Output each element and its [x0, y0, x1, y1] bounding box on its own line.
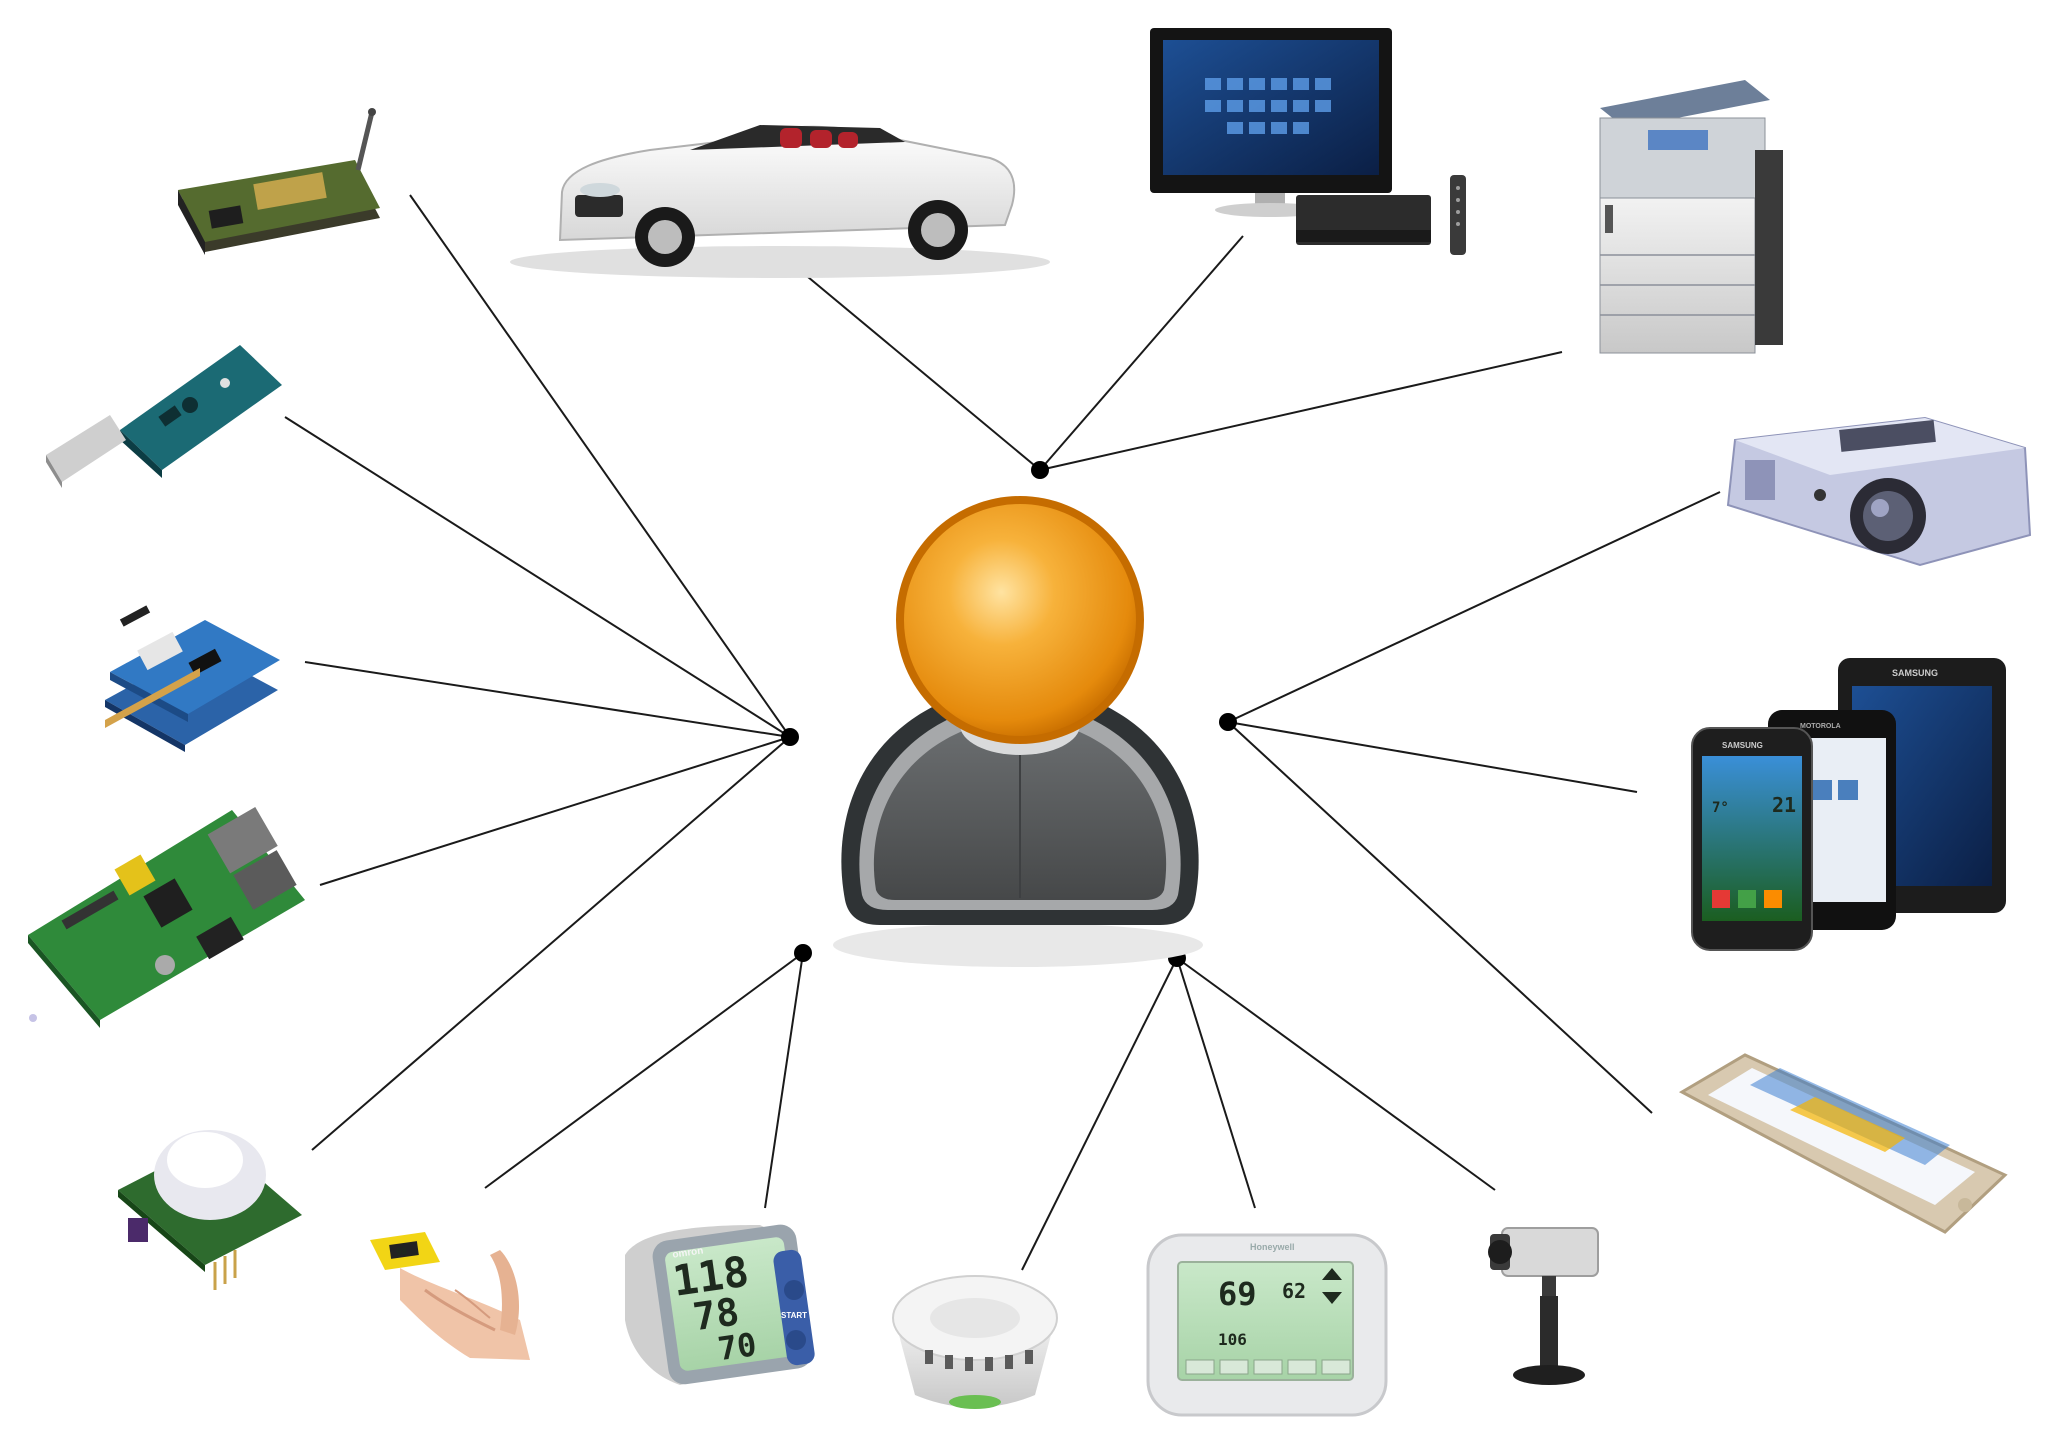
link-thermostat	[1176, 957, 1256, 1209]
phone-brand-2: MOTOROLA	[1800, 723, 1841, 730]
tablet-brand: SAMSUNG	[1892, 668, 1938, 678]
svg-text:98: 98	[396, 1247, 408, 1258]
link-projector	[1227, 491, 1721, 723]
phone-icon	[1678, 1053, 2008, 1234]
copier	[1599, 80, 1783, 354]
link-oximeter	[484, 952, 804, 1189]
link-smartphones	[1227, 721, 1638, 793]
bp-diastolic: 78	[690, 1289, 741, 1339]
bp-systolic: 118	[670, 1247, 752, 1306]
link-zigbee	[409, 194, 791, 738]
user-avatar-icon	[833, 496, 1203, 967]
wireless-module-icon	[178, 108, 380, 255]
link-arduino	[304, 661, 791, 738]
link-car	[801, 271, 1041, 471]
finger-oximeter-icon: 98	[370, 1232, 530, 1360]
iphone	[1678, 1053, 2008, 1234]
camera-icon	[1488, 1227, 1599, 1385]
blood-pressure-monitor: 118 78 70 omron START	[625, 1224, 815, 1385]
printer-icon	[1599, 80, 1783, 354]
tv-icon	[1150, 28, 1466, 255]
smartphone-icon: SAMSUNG MOTOROLA SAMSUNG 21 7°	[1691, 658, 2006, 951]
zigbee-module	[178, 108, 380, 255]
thermostat: Honeywell 69 62 106	[1146, 1233, 1388, 1417]
smoke-detector	[892, 1275, 1058, 1409]
television	[1150, 28, 1466, 255]
link-tv	[1039, 235, 1244, 471]
connection-lines	[284, 194, 1721, 1271]
raspberry-pi	[28, 806, 305, 1028]
motion-sensor-icon	[118, 1130, 302, 1290]
thermostat-temp: 69	[1218, 1275, 1257, 1313]
pir-sensor	[118, 1130, 302, 1290]
link-camera	[1176, 957, 1496, 1191]
thermostat-setpoint: 62	[1282, 1279, 1306, 1303]
car-icon	[510, 125, 1050, 278]
blood-pressure-icon: 118 78 70 omron START	[625, 1224, 815, 1385]
convertible-car	[510, 125, 1050, 278]
smoke-detector-icon	[892, 1275, 1058, 1409]
link-bp	[764, 952, 804, 1209]
arduino-icon	[105, 605, 280, 752]
link-iphone	[1227, 721, 1653, 1114]
phone-brand-1: SAMSUNG	[1722, 741, 1763, 750]
thermostat-brand: Honeywell	[1250, 1242, 1295, 1252]
raspberry-pi-icon	[28, 806, 305, 1028]
usb-board-icon	[46, 345, 282, 488]
link-usb	[284, 416, 791, 738]
projector	[1726, 416, 2032, 567]
phone-temp: 7°	[1712, 800, 1729, 816]
bp-pulse: 70	[715, 1325, 758, 1368]
arduino-shield	[105, 605, 280, 752]
usb-dongle	[46, 345, 282, 488]
link-copier	[1039, 351, 1563, 471]
phone-time: 21	[1772, 793, 1796, 817]
hub-top	[1031, 461, 1049, 479]
link-smoke	[1021, 957, 1178, 1271]
thermostat-icon: Honeywell 69 62 106	[1146, 1233, 1388, 1417]
thermostat-humidity: 106	[1218, 1330, 1247, 1349]
link-raspberry	[319, 736, 791, 886]
hub-left	[781, 728, 799, 746]
projector-icon	[1726, 416, 2032, 567]
security-camera	[1488, 1227, 1599, 1385]
hub-right	[1219, 713, 1237, 731]
hub-bottom-left	[794, 944, 812, 962]
smartphones-tablet: SAMSUNG MOTOROLA SAMSUNG 21 7°	[1691, 658, 2006, 951]
link-pir	[311, 736, 791, 1151]
bp-brand: omron	[672, 1246, 704, 1261]
pulse-oximeter: 98	[370, 1232, 530, 1360]
bp-start-label: START	[781, 1311, 807, 1320]
